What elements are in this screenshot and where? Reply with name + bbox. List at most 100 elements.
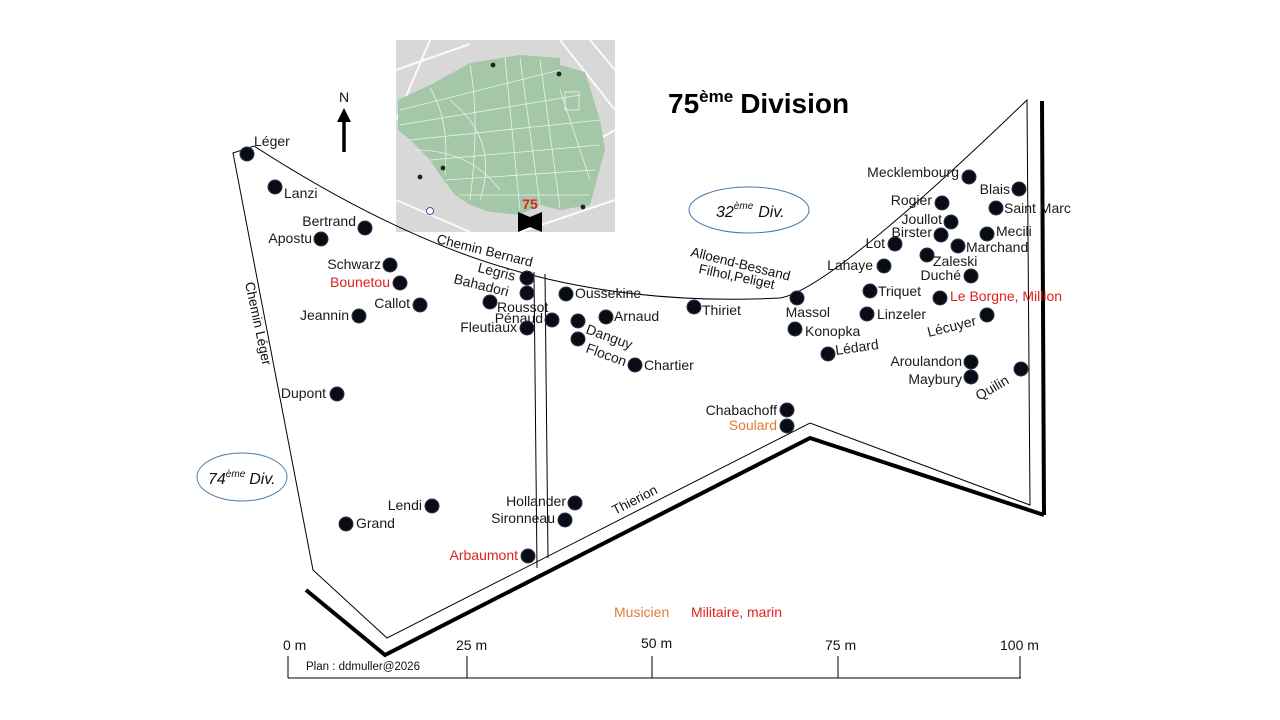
grave-marker[interactable]: Quilin (972, 361, 1029, 403)
grave-marker[interactable]: Rogier (891, 192, 950, 211)
grave-dot[interactable] (961, 169, 977, 185)
grave-marker[interactable]: Dupont (281, 385, 345, 402)
grave-dot[interactable] (943, 214, 959, 230)
grave-marker[interactable]: Linzeler (859, 306, 926, 322)
grave-marker[interactable]: Birster (892, 224, 949, 243)
grave-marker[interactable]: Léger (239, 133, 290, 162)
grave-dot[interactable] (979, 307, 995, 323)
grave-marker[interactable]: Bertrand (302, 213, 373, 236)
grave-marker[interactable]: Lahaye (827, 257, 892, 274)
grave-dot[interactable] (424, 498, 440, 514)
grave-dot[interactable] (779, 418, 795, 434)
grave-dot[interactable] (267, 179, 283, 195)
grave-dot[interactable] (627, 357, 643, 373)
grave-marker[interactable]: Bounetou (330, 274, 408, 291)
grave-marker[interactable]: Chartier (627, 357, 694, 373)
grave-dot[interactable] (239, 146, 255, 162)
grave-dot[interactable] (351, 308, 367, 324)
grave-dot[interactable] (779, 402, 795, 418)
grave-dot[interactable] (963, 354, 979, 370)
grave-dot[interactable] (979, 226, 995, 242)
grave-marker[interactable]: Roussot (482, 294, 548, 315)
grave-dot[interactable] (313, 231, 329, 247)
grave-marker[interactable]: Oussekine (558, 285, 641, 302)
grave-marker[interactable]: Lendi (388, 497, 440, 514)
grave-marker[interactable]: Mecklembourg (867, 164, 977, 185)
grave-marker[interactable]: Duché (921, 267, 979, 284)
grave-marker[interactable]: Callot (374, 295, 428, 313)
grave-marker[interactable]: Hollander (506, 493, 583, 511)
grave-marker[interactable]: Lanzi (267, 179, 317, 201)
grave-marker[interactable]: Fleutiaux (460, 319, 535, 336)
grave-dot[interactable] (519, 285, 535, 301)
grave-marker[interactable]: Lot (866, 235, 903, 252)
grave-dot[interactable] (787, 321, 803, 337)
grave-marker[interactable]: Apostu (268, 230, 329, 247)
title-number: 75 (668, 88, 699, 119)
grave-marker[interactable]: Massol (786, 290, 830, 320)
grave-marker[interactable]: Blais (980, 181, 1027, 197)
grave-dot[interactable] (1013, 361, 1029, 377)
grave-dot[interactable] (412, 297, 428, 313)
grave-dot[interactable] (950, 238, 966, 254)
grave-dot[interactable] (1011, 181, 1027, 197)
grave-dot[interactable] (544, 312, 560, 328)
grave-dot[interactable] (567, 495, 583, 511)
grave-marker[interactable]: Aroulandon (890, 353, 979, 370)
grave-dot[interactable] (392, 275, 408, 291)
grave-dot[interactable] (820, 346, 836, 362)
grave-marker[interactable]: Lécuyer (926, 307, 995, 340)
grave-marker[interactable]: Maybury (908, 369, 979, 387)
grave-marker[interactable]: Thiriet (686, 299, 741, 318)
grave-dot[interactable] (557, 512, 573, 528)
grave-marker[interactable]: Soulard (729, 417, 795, 434)
grave-dot[interactable] (933, 227, 949, 243)
grave-marker[interactable]: Triquet (862, 283, 921, 299)
division-boundary (232, 98, 1046, 658)
grave-label: Chartier (644, 357, 694, 373)
grave-marker[interactable]: Marchand (950, 238, 1028, 255)
grave-dot[interactable] (963, 369, 979, 385)
grave-marker[interactable]: Sironneau (491, 510, 573, 528)
grave-marker[interactable]: Grand (338, 515, 395, 532)
grave-marker[interactable]: Le Borgne, Million (932, 288, 1062, 306)
grave-dot[interactable] (482, 294, 498, 310)
grave-dot[interactable] (519, 320, 535, 336)
grave-dot[interactable] (887, 236, 903, 252)
grave-dot[interactable] (520, 548, 536, 564)
grave-marker[interactable]: Saint Marc (988, 200, 1071, 216)
grave-dot[interactable] (519, 270, 535, 286)
grave-dot[interactable] (338, 516, 354, 532)
grave-dot[interactable] (862, 283, 878, 299)
grave-label: Léger (254, 133, 290, 149)
grave-marker[interactable]: Zaleski (919, 247, 977, 269)
grave-dot[interactable] (919, 247, 935, 263)
grave-dot[interactable] (598, 309, 614, 325)
grave-dot[interactable] (988, 200, 1004, 216)
grave-dot[interactable] (789, 290, 805, 306)
grave-marker[interactable]: Arbaumont (450, 547, 536, 564)
grave-label: Duché (921, 267, 962, 283)
grave-marker[interactable]: Schwarz (327, 256, 398, 273)
grave-dot[interactable] (932, 290, 948, 306)
grave-dot[interactable] (382, 257, 398, 273)
grave-marker[interactable]: Arnaud (598, 308, 659, 325)
grave-marker[interactable]: Mecili (979, 223, 1032, 242)
grave-dot[interactable] (329, 386, 345, 402)
grave-marker[interactable]: Lédard (820, 336, 880, 362)
grave-dot[interactable] (570, 331, 586, 347)
grave-dot[interactable] (357, 220, 373, 236)
grave-marker[interactable]: Chabachoff (706, 402, 795, 418)
grave-dot[interactable] (570, 313, 586, 329)
grave-marker[interactable]: Jeannin (300, 307, 367, 324)
grave-marker[interactable]: Konopka (787, 321, 860, 339)
grave-dot[interactable] (859, 306, 875, 322)
grave-dot[interactable] (876, 258, 892, 274)
grave-label: Grand (356, 515, 395, 531)
grave-dot[interactable] (558, 286, 574, 302)
legend: Musicien Militaire, marin (614, 604, 782, 620)
grave-dot[interactable] (963, 268, 979, 284)
grave-dot[interactable] (686, 299, 702, 315)
grave-marker[interactable]: Joullot (902, 211, 959, 230)
grave-dot[interactable] (934, 195, 950, 211)
